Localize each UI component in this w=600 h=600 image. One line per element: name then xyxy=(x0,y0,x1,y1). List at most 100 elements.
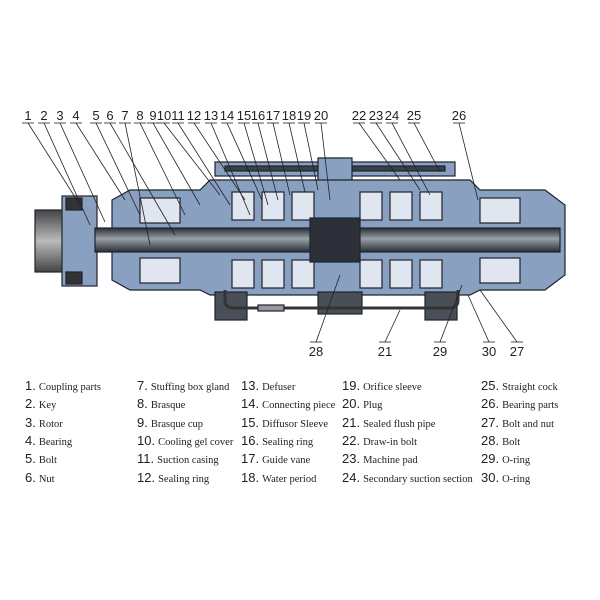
legend-label: Bolt and nut xyxy=(502,418,554,430)
callout-28: 28 xyxy=(309,344,323,359)
legend-item: 23.Machine pad xyxy=(342,451,418,466)
legend-label: Connecting piece xyxy=(262,400,336,412)
legend-item: 26.Bearing parts xyxy=(481,396,558,411)
legend-label: Stuffing box gland xyxy=(150,382,230,393)
legend-number: 28. xyxy=(481,432,500,448)
leader-line xyxy=(479,289,518,343)
legend-number: 14. xyxy=(241,396,260,412)
leader-line xyxy=(109,122,176,236)
leader-line xyxy=(243,122,269,206)
leader-line xyxy=(375,122,421,191)
legend-item: 21.Sealed flush pipe xyxy=(342,415,435,430)
callout-10: 10 xyxy=(157,108,171,123)
legend-label: Orifice sleeve xyxy=(363,382,422,393)
legend-number: 16. xyxy=(241,432,260,448)
leader-line xyxy=(177,122,231,206)
legend-number: 18. xyxy=(241,469,260,485)
legend-item: 24.Secondary suction section xyxy=(342,470,473,485)
legend-label: Straight cock xyxy=(502,382,558,393)
callout-30: 30 xyxy=(482,344,496,359)
callout-21: 21 xyxy=(378,344,392,359)
legend-label: Nut xyxy=(38,473,55,485)
legend-number: 8. xyxy=(137,396,148,412)
leader-line xyxy=(288,122,306,193)
legend-label: Sealing ring xyxy=(262,436,314,448)
callout-18: 18 xyxy=(282,108,296,123)
leader-line xyxy=(439,284,463,343)
callout-22: 22 xyxy=(352,108,366,123)
leader-line xyxy=(75,122,126,201)
leader-line xyxy=(139,122,186,216)
legend-label: Brasque xyxy=(150,400,186,412)
legend-label: Water period xyxy=(262,473,317,485)
legend-label: Bearing xyxy=(38,436,73,448)
legend-item: 19.Orifice sleeve xyxy=(342,378,422,393)
legend-item: 1.Coupling parts xyxy=(25,378,101,393)
legend-number: 10. xyxy=(137,432,156,448)
callout-15: 15 xyxy=(237,108,251,123)
leader-line xyxy=(467,294,490,343)
callout-1: 1 xyxy=(24,108,31,123)
legend-item: 30.O-ring xyxy=(481,470,530,485)
legend-label: Diffusor Sleeve xyxy=(262,418,329,430)
legend-label: O-ring xyxy=(502,473,531,485)
callout-3: 3 xyxy=(56,108,63,123)
legend-number: 23. xyxy=(342,451,361,467)
leader-line xyxy=(391,122,431,196)
legend-number: 26. xyxy=(481,396,500,412)
legend-item: 15.Diffusor Sleeve xyxy=(241,415,328,430)
legend-item: 18.Water period xyxy=(241,470,316,485)
legend-item: 5.Bolt xyxy=(25,451,57,466)
legend-number: 29. xyxy=(481,451,500,467)
legend-number: 12. xyxy=(137,469,156,485)
legend-number: 6. xyxy=(25,469,36,485)
legend-label: Guide vane xyxy=(262,455,311,467)
callout-16: 16 xyxy=(251,108,265,123)
legend-label: Defuser xyxy=(262,382,296,393)
legend-label: Bolt xyxy=(502,436,521,448)
leader-line xyxy=(124,122,151,246)
pump-body xyxy=(34,157,566,321)
legend-item: 9.Brasque cup xyxy=(137,415,203,430)
leader-line xyxy=(226,122,263,201)
legend-number: 11. xyxy=(137,451,155,467)
callout-7: 7 xyxy=(121,108,128,123)
callout-19: 19 xyxy=(297,108,311,123)
legend-item: 7.Stuffing box gland xyxy=(137,378,229,393)
legend-number: 1. xyxy=(25,378,36,393)
callout-2: 2 xyxy=(40,108,47,123)
legend-item: 29.O-ring xyxy=(481,451,530,466)
callout-29: 29 xyxy=(433,344,447,359)
legend-item: 16.Sealing ring xyxy=(241,433,313,448)
callout-23: 23 xyxy=(369,108,383,123)
callout-26: 26 xyxy=(452,108,466,123)
leader-line xyxy=(384,309,401,343)
legend-item: 2.Key xyxy=(25,396,56,411)
legend-label: O-ring xyxy=(502,455,531,467)
callout-14: 14 xyxy=(220,108,234,123)
leader-line xyxy=(193,122,246,201)
legend-number: 21. xyxy=(342,414,361,430)
callout-9: 9 xyxy=(149,108,156,123)
leader-line xyxy=(315,274,341,343)
leader-line xyxy=(257,122,279,201)
legend-number: 4. xyxy=(25,432,36,448)
legend-number: 7. xyxy=(137,378,148,393)
legend-item: 14.Connecting piece xyxy=(241,396,335,411)
callout-8: 8 xyxy=(136,108,143,123)
leader-line xyxy=(272,122,291,196)
legend-number: 25. xyxy=(481,378,500,393)
callout-5: 5 xyxy=(92,108,99,123)
legend-label: Machine pad xyxy=(363,455,418,467)
callout-25: 25 xyxy=(407,108,421,123)
callout-leader-lines xyxy=(22,122,523,343)
callout-13: 13 xyxy=(204,108,218,123)
legend-number: 3. xyxy=(25,414,36,430)
legend-item: 25.Straight cock xyxy=(481,378,558,393)
legend-number: 9. xyxy=(137,414,148,430)
legend-number: 17. xyxy=(241,451,260,467)
legend-item: 20.Plug xyxy=(342,396,382,411)
legend-label: Rotor xyxy=(38,418,63,430)
legend-item: 12.Sealing ring xyxy=(137,470,209,485)
